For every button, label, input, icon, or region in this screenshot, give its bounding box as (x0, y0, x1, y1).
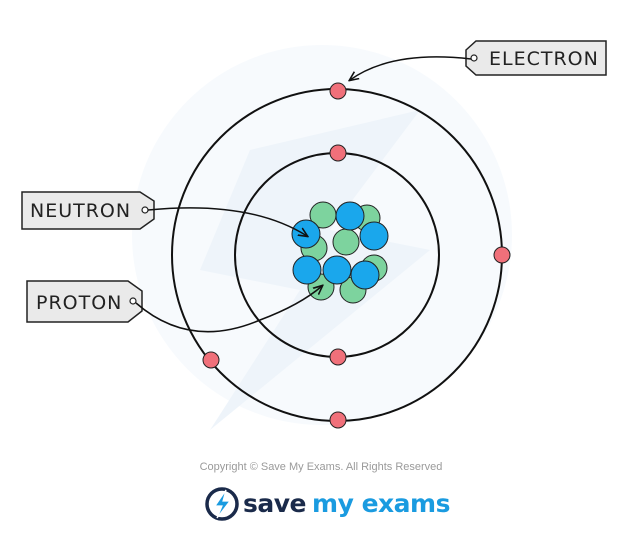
proton (359, 221, 389, 251)
proton-arrow (135, 286, 322, 333)
proton (292, 255, 322, 285)
proton (350, 260, 380, 290)
electrons (202, 82, 511, 429)
nucleus (291, 201, 389, 304)
brand-save-text: save (243, 489, 307, 518)
neutron-label-tag: NEUTRON (21, 191, 307, 236)
proton (335, 201, 365, 231)
electron-label: ELECTRON (489, 48, 599, 70)
electron-outer-top (329, 82, 347, 100)
electron-inner-top (329, 144, 347, 162)
proton-label-tag: PROTON (26, 280, 322, 333)
neutron-arrow (147, 207, 307, 236)
brand-myexams-text: my exams (312, 489, 450, 518)
neutron (332, 228, 360, 256)
copyright-notice: Copyright © Save My Exams. All Rights Re… (199, 461, 443, 473)
electron-outer-bottom (329, 411, 347, 429)
neutron-label: NEUTRON (30, 200, 131, 222)
proton-label: PROTON (36, 292, 122, 314)
electron-arrow (350, 56, 472, 80)
proton (322, 255, 352, 285)
electron-outer-left (202, 351, 220, 369)
proton (291, 219, 321, 249)
electron-inner-bottom (329, 348, 347, 366)
lightning-bolt-icon (205, 487, 239, 521)
electron-label-tag: ELECTRON (350, 40, 607, 80)
electron-outer-right (493, 246, 511, 264)
